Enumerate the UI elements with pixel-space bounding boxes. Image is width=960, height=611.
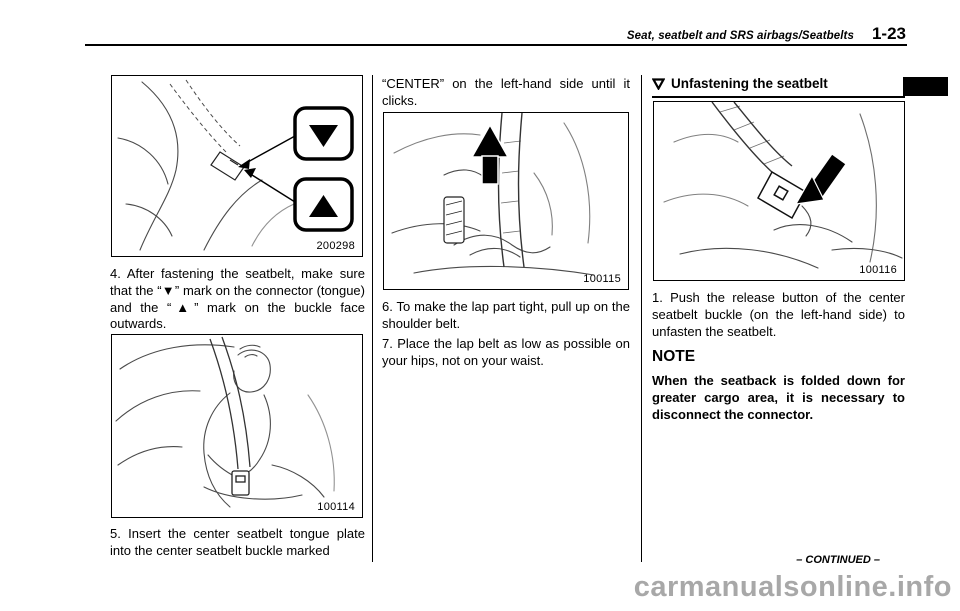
paragraph-step5-continued: “CENTER” on the left-hand side until it … [382,76,630,108]
page-number: 1-23 [871,24,906,43]
buckle-sketch [231,470,250,496]
tongue-plate-sketch [443,196,465,244]
pull-belt-illustration [391,113,595,276]
section-heading-label: Unfastening the seatbelt [671,76,828,91]
page-header: Seat, seatbelt and SRS airbags/Seatbelts… [627,24,906,44]
buckle-sketch [756,170,808,220]
section-marker-triangle-icon [652,77,665,90]
paragraph-step7: 7. Place the lap belt as low as possible… [382,336,630,368]
connector-marks-illustration [117,79,354,251]
figure-label: 100116 [859,264,897,276]
column-divider-left [372,75,373,562]
watermark: carmanualsonline.info [633,571,952,603]
paragraph-step1-unfasten: 1. Push the release button of the center… [652,290,905,339]
paragraph-step6: 6. To make the lap part tight, pull up o… [382,299,630,331]
up-arrow-button-icon [293,177,354,232]
chapter-tab-marker [903,77,948,96]
column-divider-right [641,75,642,562]
release-button-illustration [663,102,903,269]
figure-connector-marks: 200298 [111,75,363,257]
paragraph-step5: 5. Insert the center seatbelt tongue pla… [110,526,365,558]
release-arrow-icon [794,153,847,205]
paragraph-step4: 4. After fastening the seatbelt, make su… [110,266,365,332]
section-heading-rule [652,96,905,98]
note-title: NOTE [652,348,696,365]
fasten-seatbelt-illustration [115,336,335,508]
continued-marker: – CONTINUED – [796,554,880,566]
chapter-title: Seat, seatbelt and SRS airbags/Seatbelts [626,30,854,42]
section-heading-unfastening: Unfastening the seatbelt [652,76,905,91]
down-arrow-button-icon [293,106,354,161]
figure-fasten-seatbelt: 100114 [111,334,363,518]
note-body: When the seatback is folded down for gre… [652,373,905,422]
connector-tongue-sketch [210,151,245,181]
header-rule [85,44,907,46]
figure-label: 100114 [317,501,355,513]
figure-release-button: 100116 [653,101,905,281]
up-arrow-icon [470,123,510,185]
figure-label: 200298 [316,240,355,252]
figure-label: 100115 [583,273,621,285]
figure-pull-belt: 100115 [383,112,629,290]
